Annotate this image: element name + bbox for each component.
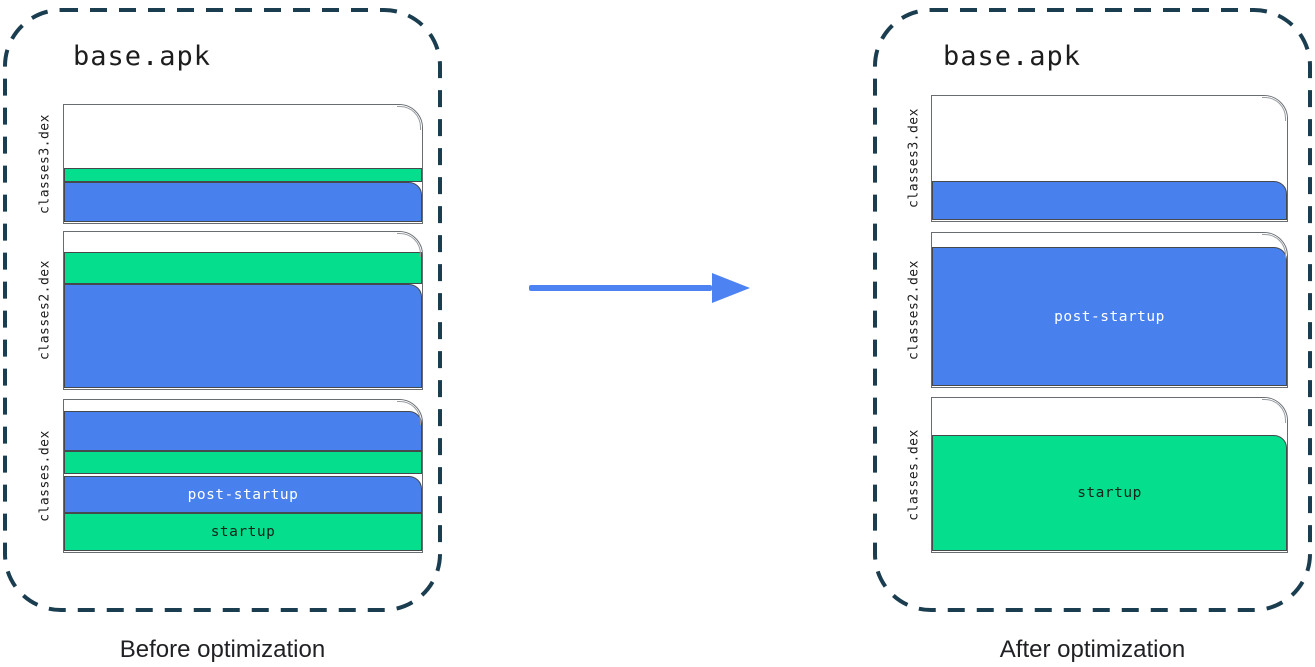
segment-startup — [64, 451, 422, 474]
segment-empty — [64, 232, 422, 252]
segment-label: startup — [210, 524, 276, 540]
segment-startup: startup — [932, 435, 1287, 551]
segment-label: post-startup — [1054, 308, 1165, 325]
segment-empty — [932, 398, 1287, 435]
segment-empty — [64, 400, 422, 411]
after-panel: base.apk classes3.dex classes2.dex class… — [873, 8, 1312, 612]
segment-post-startup — [64, 284, 422, 388]
dex-file-label-classes: classes.dex — [37, 430, 53, 522]
segment-post-startup — [64, 182, 422, 222]
segment-empty — [932, 96, 1287, 181]
dex-box-classes2: post-startup — [931, 232, 1288, 388]
segment-post-startup — [932, 181, 1287, 220]
dex-box-classes2 — [63, 231, 423, 390]
segment-startup — [64, 168, 422, 182]
segment-label: startup — [1077, 485, 1142, 501]
before-caption: Before optimization — [119, 636, 326, 663]
segment-empty — [64, 474, 422, 476]
apk-title: base.apk — [73, 41, 212, 72]
dex-box-classes3 — [63, 104, 423, 224]
segment-startup: startup — [64, 513, 422, 551]
dex-box-classes: startup — [931, 397, 1288, 553]
dex-file-label-classes2: classes2.dex — [906, 260, 922, 360]
optimization-arrow-head-icon — [712, 273, 750, 303]
dex-file-label-classes: classes.dex — [906, 429, 922, 521]
segment-post-startup — [64, 411, 422, 451]
dex-file-label-classes3: classes3.dex — [906, 108, 922, 208]
optimization-arrow-shaft — [529, 285, 712, 291]
segment-startup — [64, 252, 422, 284]
segment-empty — [932, 233, 1287, 247]
segment-label: post-startup — [187, 486, 299, 503]
after-caption: After optimization — [999, 636, 1186, 663]
apk-title: base.apk — [943, 41, 1082, 72]
before-panel: base.apk classes3.dex classes2.dex class… — [3, 8, 442, 612]
dex-box-classes3 — [931, 95, 1288, 222]
dex-file-label-classes3: classes3.dex — [37, 114, 53, 214]
dex-file-label-classes2: classes2.dex — [37, 260, 53, 360]
segment-empty — [64, 105, 422, 168]
dex-box-classes: post-startup startup — [63, 399, 423, 553]
segment-post-startup: post-startup — [64, 476, 422, 513]
segment-post-startup: post-startup — [932, 247, 1287, 386]
